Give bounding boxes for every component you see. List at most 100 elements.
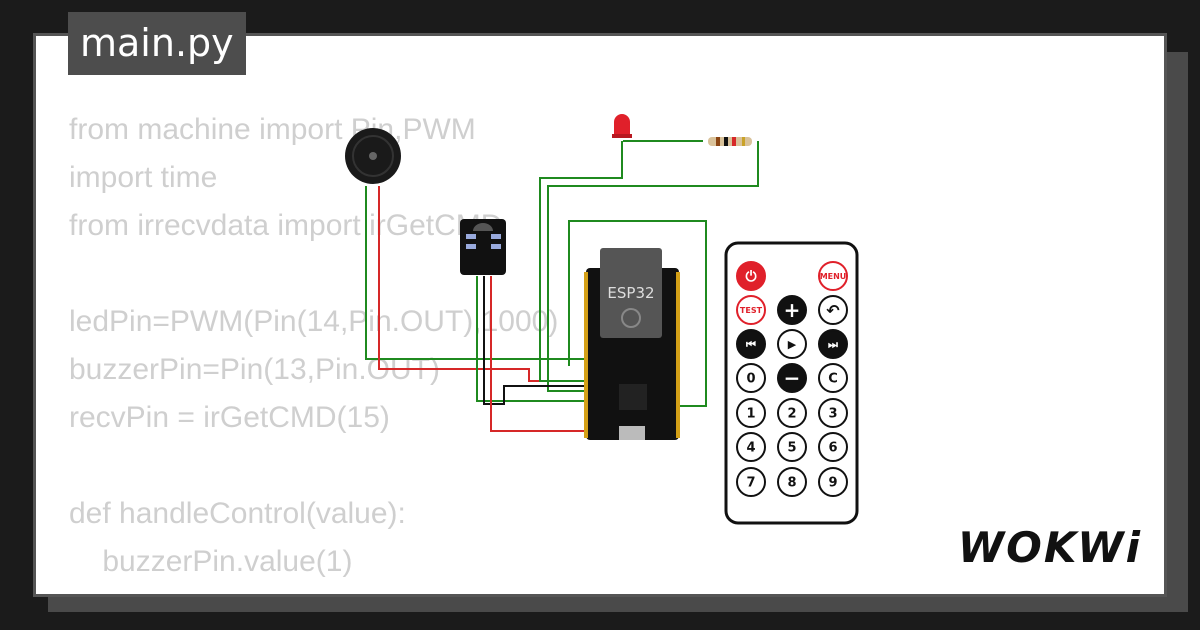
remote-button-label: 1: [746, 407, 755, 422]
remote-button-2[interactable]: 2: [777, 398, 807, 428]
ir-receiver-led-3: [466, 244, 476, 249]
remote-buttons: ⏻ MENU TEST + ↶ ⏮ ▶ ⏭ 0 − C 1 2 3 4 5 6 7 8 9: [736, 261, 848, 497]
code-line: ledPin.duty(100): [69, 586, 558, 594]
remote-button-label: 7: [746, 476, 755, 491]
remote-button-shape: [736, 295, 766, 325]
menu-button[interactable]: MENU: [818, 261, 848, 291]
code-line: def handleControl(value):: [69, 497, 406, 530]
circuit-diagram: ESP32 ⏻ MENU TEST + ↶ ⏮ ▶ ⏭ 0 − C 1 2 3 4 5 6 7 8 9: [345, 114, 859, 525]
remote-button-label: 5: [787, 441, 796, 456]
remote-button-6[interactable]: 6: [818, 432, 848, 462]
remote-button-5[interactable]: 5: [777, 432, 807, 462]
volume-down-button[interactable]: −: [777, 363, 807, 393]
resistor-band-4: [742, 137, 745, 146]
remote-button-label: MENU: [820, 272, 847, 281]
wokwi-logo: WOKWi: [957, 523, 1142, 572]
remote-button-7[interactable]: 7: [736, 467, 766, 497]
led[interactable]: [612, 114, 632, 138]
remote-button-shape: [777, 329, 807, 359]
remote-button-label: TEST: [740, 306, 763, 315]
wire-buzzer-power: [378, 186, 586, 382]
remote-button-shape: [777, 363, 807, 393]
remote-button-label: 9: [828, 476, 837, 491]
ir-receiver-dome: [473, 223, 493, 231]
remote-button-8[interactable]: 8: [777, 467, 807, 497]
remote-button-label: 3: [828, 407, 837, 422]
code-line: buzzerPin.value(1): [69, 545, 353, 578]
remote-button-shape: [736, 398, 766, 428]
file-tab[interactable]: main.py: [68, 12, 246, 75]
remote-button-shape: [818, 363, 848, 393]
wire-ir-signal: [476, 276, 586, 402]
remote-button-0[interactable]: 0: [736, 363, 766, 393]
wires: [365, 140, 759, 432]
power-button[interactable]: ⏻: [736, 261, 766, 291]
remote-button-label: 2: [787, 407, 796, 422]
remote-button-label: ▶: [788, 338, 797, 351]
remote-button-shape: [818, 261, 848, 291]
resistor-body: [708, 137, 752, 146]
previous-button[interactable]: ⏮: [736, 329, 766, 359]
remote-button-label: 0: [746, 372, 755, 387]
buzzer-hole: [369, 152, 377, 160]
esp32-label: ESP32: [607, 284, 654, 302]
remote-button-label: 6: [828, 441, 837, 456]
buzzer-ring: [352, 135, 394, 177]
pin-headers: [584, 272, 680, 438]
remote-button-shape: [736, 329, 766, 359]
remote-button-4[interactable]: 4: [736, 432, 766, 462]
wire-board-loop: [568, 220, 707, 407]
remote-button-shape: [818, 398, 848, 428]
test-button[interactable]: TEST: [736, 295, 766, 325]
wire-resistor-gnd: [547, 141, 759, 392]
remote-button-shape: [818, 432, 848, 462]
remote-button-shape: [736, 363, 766, 393]
esp32-module: [600, 248, 662, 338]
remote-button-label: 4: [746, 441, 755, 456]
remote-button-shape: [818, 467, 848, 497]
resistor-band-1: [716, 137, 720, 146]
wire-ir-gnd: [483, 276, 586, 405]
remote-button-label: 8: [787, 476, 796, 491]
esp32-chip: [619, 384, 647, 410]
ir-receiver-led-2: [491, 234, 501, 239]
remote-button-3[interactable]: 3: [818, 398, 848, 428]
remote-button-label: −: [784, 366, 801, 390]
remote-button-label: ⏮: [746, 338, 756, 351]
next-button[interactable]: ⏭: [818, 329, 848, 359]
remote-button-shape: [736, 432, 766, 462]
resistor-band-2: [724, 137, 728, 146]
ir-receiver-board: [460, 219, 506, 275]
wire-ir-vcc: [490, 276, 586, 432]
espressif-icon: [621, 308, 641, 328]
back-button[interactable]: ↶: [818, 295, 848, 325]
usb-port: [619, 426, 645, 440]
remote-button-label: C: [828, 372, 838, 387]
ir-receiver[interactable]: [460, 219, 506, 275]
remote-button-shape: [818, 295, 848, 325]
buzzer[interactable]: [345, 128, 401, 184]
remote-button-label: +: [784, 298, 801, 322]
remote-button-shape: [736, 261, 766, 291]
remote-button-1[interactable]: 1: [736, 398, 766, 428]
remote-button-shape: [777, 398, 807, 428]
code-line: recvPin = irGetCMD(15): [69, 401, 390, 434]
ir-receiver-led-4: [491, 244, 501, 249]
remote-button-label: ⏻: [745, 269, 756, 285]
remote-button-shape: [736, 467, 766, 497]
led-body: [614, 114, 630, 136]
remote-button-shape: [777, 467, 807, 497]
resistor[interactable]: [708, 137, 752, 146]
led-base: [612, 134, 632, 138]
remote-button-shape: [818, 329, 848, 359]
volume-up-button[interactable]: +: [777, 295, 807, 325]
play-button[interactable]: ▶: [777, 329, 807, 359]
remote-button-shape: [777, 432, 807, 462]
code-line: import time: [69, 161, 218, 194]
remote-button-c[interactable]: C: [818, 363, 848, 393]
remote-button-label: ↶: [826, 301, 840, 320]
esp32-board[interactable]: ESP32: [584, 248, 680, 440]
remote-button-9[interactable]: 9: [818, 467, 848, 497]
ir-receiver-led-1: [466, 234, 476, 239]
